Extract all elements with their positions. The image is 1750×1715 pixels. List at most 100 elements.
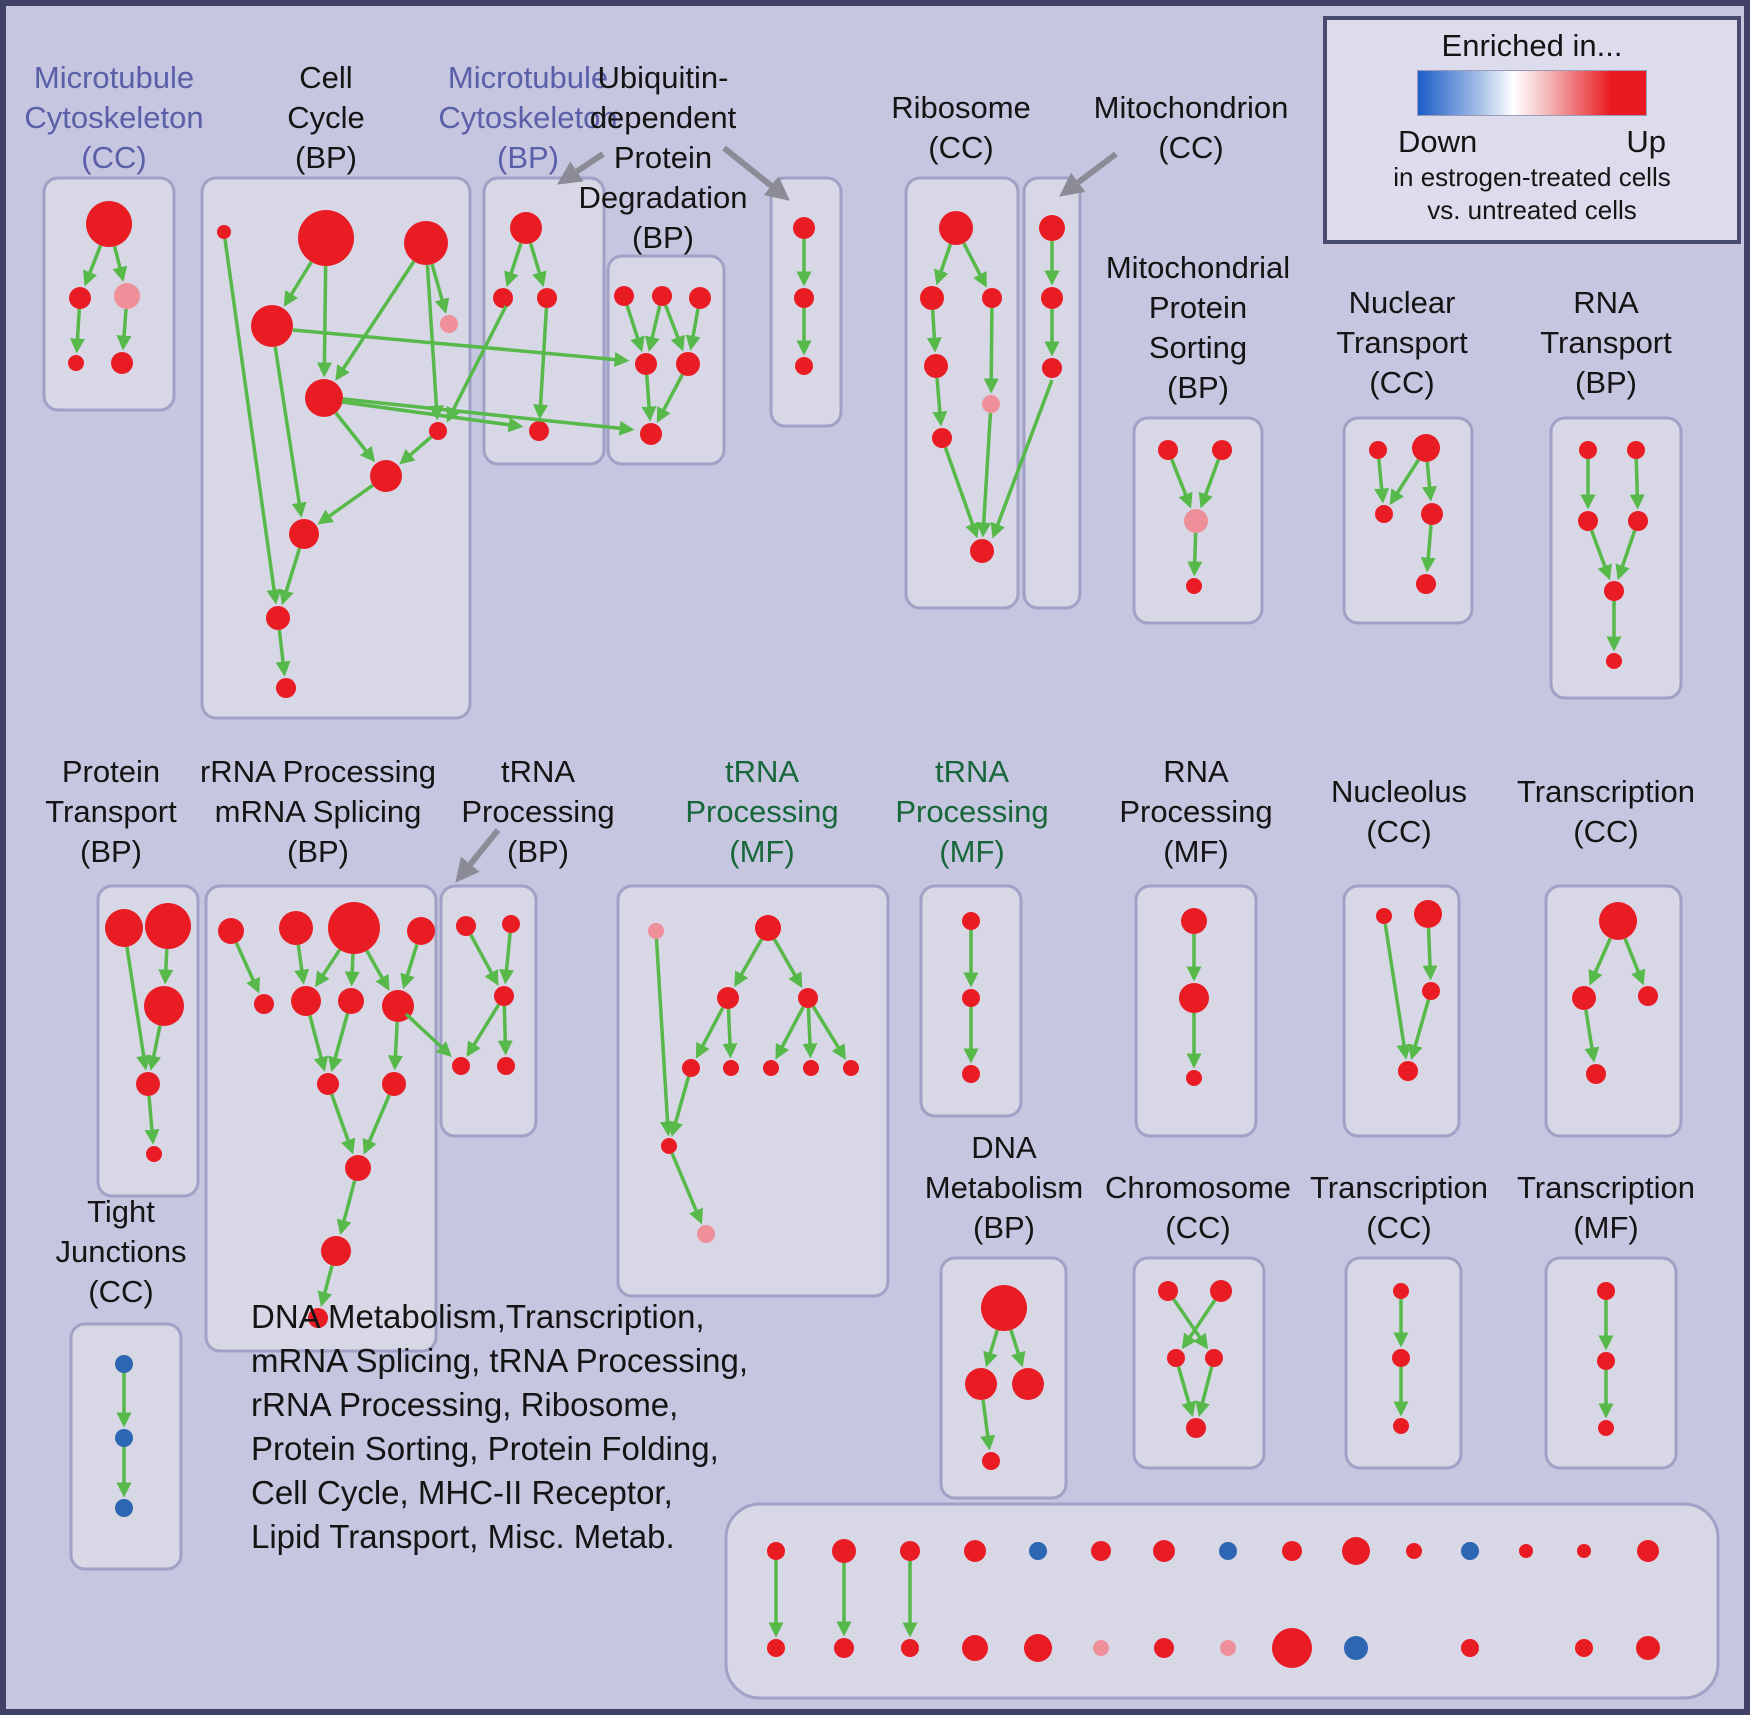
- edge-arrow: [943, 446, 980, 539]
- cluster-label: Transport: [1336, 325, 1468, 360]
- go-term-node: [1091, 1541, 1111, 1561]
- go-term-node: [1575, 1639, 1593, 1657]
- go-term-node: [1586, 1064, 1606, 1084]
- go-term-node: [755, 915, 781, 941]
- edge-arrow: [499, 932, 515, 985]
- cluster-label: Tight: [87, 1194, 155, 1229]
- cluster-label: rRNA Processing: [200, 754, 436, 789]
- cluster-transcription-mf: Transcription(MF): [1517, 1170, 1695, 1470]
- cross-cluster-edge-arrow: [446, 305, 508, 423]
- cluster-label: tRNA: [501, 754, 575, 789]
- go-term-node: [614, 286, 634, 306]
- cluster-box: [904, 176, 1020, 610]
- cluster-label: Cytoskeleton: [24, 100, 203, 135]
- go-term-node: [1181, 908, 1207, 934]
- edge-arrow: [116, 308, 132, 351]
- edge-arrow: [365, 949, 390, 991]
- go-term-node: [1158, 1281, 1178, 1301]
- edge-arrow: [1195, 1366, 1214, 1417]
- go-term-node: [502, 915, 520, 933]
- edge-arrow: [983, 307, 999, 394]
- go-term-node: [370, 460, 402, 492]
- cluster-label: Transport: [1540, 325, 1672, 360]
- mixed-terms-box: [724, 1502, 1720, 1700]
- go-term-node: [1577, 1544, 1591, 1558]
- note-line: rRNA Processing, Ribosome,: [251, 1386, 678, 1423]
- go-term-node: [635, 353, 657, 375]
- edge-arrow: [279, 547, 302, 606]
- go-term-node: [1412, 434, 1440, 462]
- cluster-label: mRNA Splicing: [215, 794, 422, 829]
- go-term-node: [763, 1060, 779, 1076]
- go-term-node: [1393, 1418, 1409, 1434]
- cluster-label: RNA: [1163, 754, 1229, 789]
- cluster-label: Junctions: [56, 1234, 187, 1269]
- go-term-node: [529, 421, 549, 441]
- edge-arrow: [772, 938, 803, 989]
- edge-arrow: [466, 1003, 501, 1058]
- edge-arrow: [425, 264, 444, 421]
- cluster-label: Chromosome: [1105, 1170, 1291, 1205]
- cross-cluster-edge-arrow: [990, 379, 1054, 539]
- cluster-label: (BP): [973, 1210, 1035, 1245]
- edge-arrow: [934, 243, 953, 286]
- go-term-node: [114, 283, 140, 309]
- cluster-nucleolus-cc: Nucleolus(CC): [1331, 774, 1467, 1138]
- go-term-node: [1572, 986, 1596, 1010]
- cluster-box: [1342, 416, 1474, 625]
- go-term-node: [1604, 581, 1624, 601]
- edge-arrow: [1422, 461, 1437, 502]
- go-term-node: [717, 987, 739, 1009]
- edge-arrow: [273, 346, 307, 518]
- go-term-node: [69, 287, 91, 309]
- cluster-label: Protein: [614, 140, 712, 175]
- cluster-transcription-cc-lower: Transcription(CC): [1310, 1170, 1488, 1470]
- go-term-node: [970, 539, 994, 563]
- cluster-label: (MF): [729, 834, 794, 869]
- edge-arrow: [1009, 1329, 1026, 1368]
- edge-arrow: [670, 1152, 704, 1225]
- edge-arrow: [430, 263, 450, 314]
- go-term-node: [832, 1539, 856, 1563]
- go-term-node: [493, 288, 513, 308]
- edge-arrow: [983, 1329, 1000, 1368]
- legend-extremes-row: Down Up: [1398, 124, 1666, 160]
- go-term-node: [689, 287, 711, 309]
- edge-arrow: [1584, 1009, 1600, 1063]
- cluster-label: Processing: [685, 794, 838, 829]
- cluster-label: (BP): [1167, 370, 1229, 405]
- go-term-node: [1376, 908, 1392, 924]
- legend-gradient-bar: [1417, 70, 1647, 116]
- edge-arrow: [1383, 923, 1412, 1060]
- go-term-node: [1638, 986, 1658, 1006]
- cluster-label: (CC): [928, 130, 993, 165]
- go-term-node: [661, 1138, 677, 1154]
- cluster-label: Transcription: [1310, 1170, 1488, 1205]
- cluster-box: [96, 884, 200, 1198]
- edge-arrow: [334, 411, 376, 463]
- edge-arrow: [802, 1007, 818, 1059]
- edge-arrow: [685, 308, 701, 351]
- cluster-ubiquitin-degradation-bp-group-2: [769, 176, 843, 428]
- cluster-transcription-cc-upper: Transcription(CC): [1517, 774, 1695, 1138]
- edge-arrow: [1408, 999, 1431, 1060]
- cluster-label: (CC): [1366, 814, 1431, 849]
- cluster-label: Transport: [45, 794, 177, 829]
- edge-arrow: [1170, 458, 1193, 509]
- cluster-label: tRNA: [725, 754, 799, 789]
- cluster-box: [439, 884, 538, 1138]
- go-term-node: [407, 917, 435, 945]
- go-term-node: [1597, 1282, 1615, 1300]
- edge-arrow: [528, 242, 547, 287]
- cluster-label: (CC): [88, 1274, 153, 1309]
- edge-arrow: [1629, 458, 1645, 510]
- cluster-label: Processing: [461, 794, 614, 829]
- go-term-node: [291, 986, 321, 1016]
- go-term-node: [382, 1072, 406, 1096]
- edge-arrow: [1172, 1298, 1209, 1350]
- cluster-label: Cytoskeleton: [438, 100, 617, 135]
- go-term-node: [1024, 1634, 1052, 1662]
- cluster-label: (BP): [497, 140, 559, 175]
